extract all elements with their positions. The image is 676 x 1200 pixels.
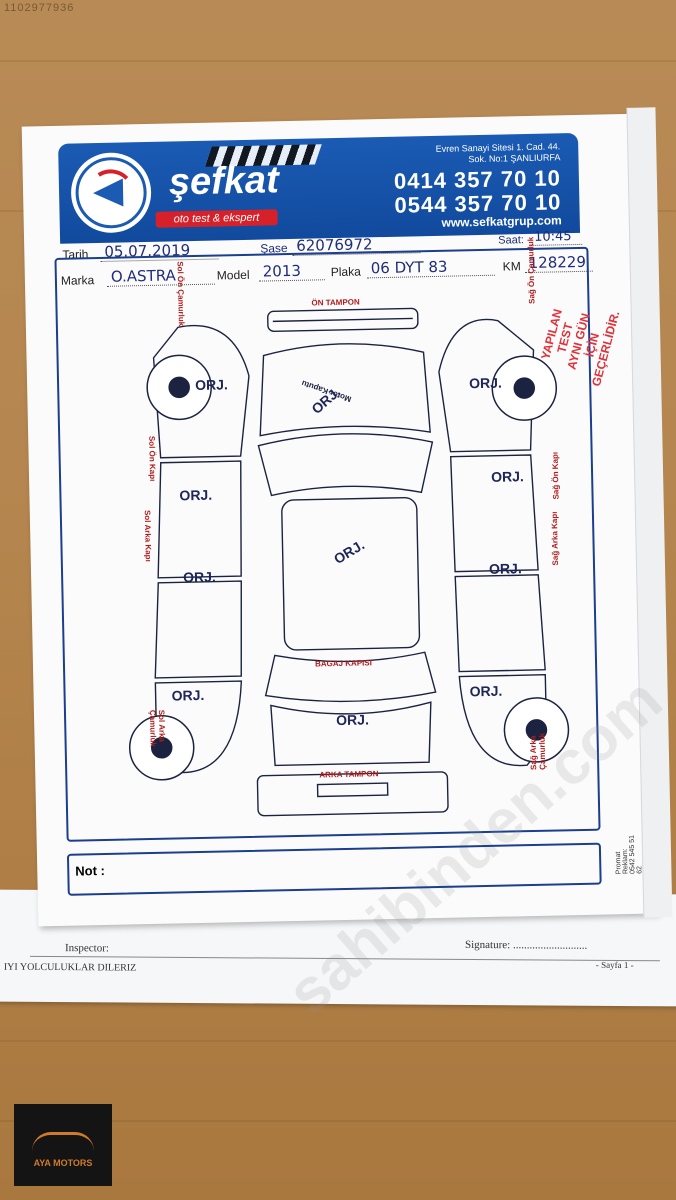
part-sol-arka-camurluk: Sol Arka Çamurluk <box>147 709 167 747</box>
page-number: - Sayfa 1 - <box>595 959 634 971</box>
mark-sag-arka-camurluk: ORJ. <box>469 682 503 700</box>
signature-label: Signature: ........................... <box>464 938 588 952</box>
note-field: Not : <box>66 842 602 896</box>
mark-sag-on-camurluk: ORJ. <box>468 374 503 392</box>
mark-sol-on-kapi: ORJ. <box>179 486 213 504</box>
report-header: şefkat oto test & ekspert Evren Sanayi S… <box>58 132 581 244</box>
address-line-2: Sok. No:1 ŞANLIURFA <box>468 152 561 165</box>
dealer-logo: AYA MOTORS <box>14 1104 112 1186</box>
part-sol-on-kapi: Sol Ön Kapı <box>147 435 158 482</box>
saat-label: Saat: <box>498 234 524 247</box>
wheel-icon <box>128 354 570 781</box>
saat-value: 10:45 <box>529 228 583 246</box>
expertise-report-sheet: şefkat oto test & ekspert Evren Sanayi S… <box>21 107 675 1028</box>
mark-sol-arka-kapi: ORJ. <box>182 568 217 586</box>
printer-credit: Promat Reklam: 0542 545 51 62 <box>615 834 644 875</box>
mark-sol-on-camurluk: ORJ. <box>194 376 228 394</box>
brand-tagline: oto test & ekspert <box>155 209 278 228</box>
part-on-tampon: ÖN TAMPON <box>311 297 360 308</box>
website: www.sefkatgrup.com <box>441 213 562 230</box>
brand-name: şefkat <box>168 159 280 204</box>
mark-bagaj-kapisi: ORJ. <box>336 711 370 729</box>
car-logo-icon <box>32 1132 94 1151</box>
part-sag-arka-kapi: Sağ Arka Kapı <box>549 511 560 566</box>
part-arka-tampon: ARKA TAMPON <box>319 769 379 780</box>
listing-id: 1102977936 <box>4 2 75 14</box>
part-sol-on-camurluk: Sol Ön Çamurluk <box>175 261 186 327</box>
note-label: Not : <box>75 863 106 879</box>
inspector-label: Inspector: <box>64 942 110 955</box>
car-diagram <box>128 307 570 817</box>
dealer-name: AYA MOTORS <box>33 1158 93 1168</box>
mark-sag-arka-kapi: ORJ. <box>488 560 522 577</box>
farewell-text: IYI YOLCULUKLAR DILERIZ <box>3 961 137 974</box>
part-sag-on-camurluk: Sağ Ön Çamurluk <box>526 236 537 305</box>
logo-emblem-icon <box>70 151 152 234</box>
part-sag-on-kapi: Sağ Ön Kapı <box>550 451 561 500</box>
mark-sol-arka-camurluk: ORJ. <box>171 686 205 704</box>
part-sag-arka-camurluk: Sağ Arka Çamurluk <box>528 732 548 771</box>
part-sol-arka-kapi: Sol Arka Kapı <box>142 509 153 562</box>
car-diagram-box: sahibinden.com <box>54 237 675 1028</box>
sheet-edge <box>626 107 673 918</box>
mark-sag-on-kapi: ORJ. <box>490 468 524 485</box>
part-bagaj-kapisi: BAGAJ KAPISI <box>314 658 372 669</box>
